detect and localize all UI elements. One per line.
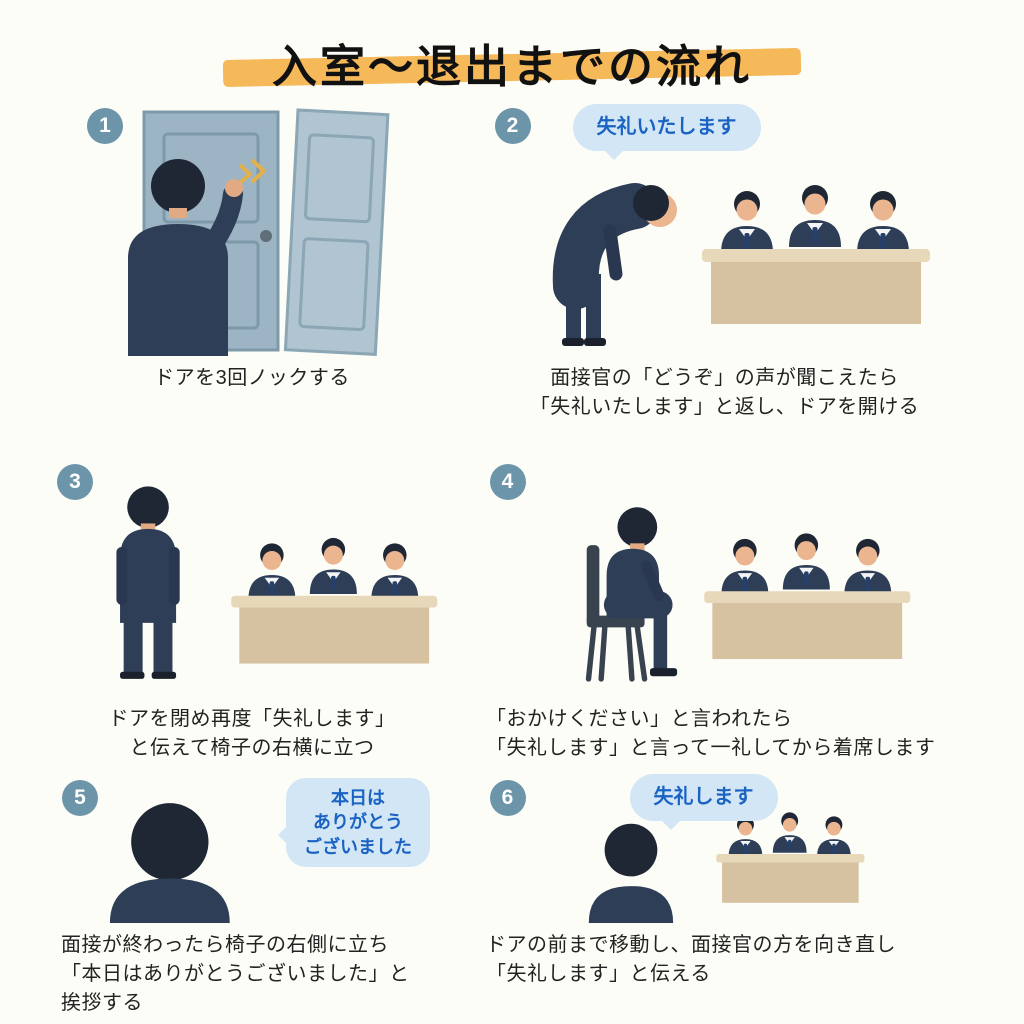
step-caption: ドアを3回ノックする <box>154 367 350 389</box>
sit-down-illustration: 4 <box>489 462 960 697</box>
step-5-panel: 5 本日は ありがとう ございました 面接が終わったら椅子の右側に立ち 「本日は… <box>47 778 457 1022</box>
header: 入室〜退出までの流れ <box>0 0 1024 102</box>
step-number-badge: 6 <box>489 780 526 816</box>
thank-you-graphic <box>109 803 230 923</box>
step-6-panel: 6 失礼します ドアの前まで移動し、面接官の方を向き直し 「失礼します」と伝える <box>472 774 977 1022</box>
speech-bubble: 失礼します <box>629 774 778 830</box>
thank-you-illustration: 5 本日は ありがとう ございました <box>62 778 442 923</box>
bow-greeting-illustration: 2 失礼いたします <box>494 104 955 356</box>
bow-greeting-graphic <box>552 183 955 346</box>
step-number-badge: 1 <box>87 108 123 144</box>
step-caption: 「おかけください」と言われたら 「失礼します」と言って一礼してから着席します <box>486 708 936 759</box>
step-2-panel: 2 失礼いたします 面接官の「どうぞ」の声が聞こえたら 「失礼いたします」と返し… <box>472 104 977 454</box>
sit-down-graphic <box>585 507 960 682</box>
step-number-badge: 5 <box>62 780 98 816</box>
speech-bubble: 失礼いたします <box>572 104 761 160</box>
speech-bubble: 本日は ありがとう ございました <box>278 778 430 867</box>
steps-grid: 1 ドアを3回ノックする 2 <box>47 104 977 1022</box>
final-bow-illustration: 6 失礼します <box>489 774 960 923</box>
step-caption: 面接が終わったら椅子の右側に立ち 「本日はありがとうございました」と 挨拶する <box>61 934 410 1014</box>
knock-door-illustration: 1 <box>87 106 417 356</box>
step-caption: ドアの前まで移動し、面接官の方を向き直し 「失礼します」と伝える <box>486 934 896 985</box>
step-3-panel: 3 ドアを閉め再度「失礼します」 と伝えて椅子の右横に立つ <box>47 462 457 770</box>
knock-door-graphic <box>128 108 390 356</box>
stand-by-chair-graphic <box>116 486 447 679</box>
stand-by-chair-illustration: 3 <box>57 462 447 697</box>
step-4-panel: 4 「おかけください」と言われたら 「失礼します」と言って一礼してから着席します <box>472 462 977 770</box>
step-caption: ドアを閉め再度「失礼します」 と伝えて椅子の右横に立つ <box>108 708 396 759</box>
final-bow-graphic <box>588 778 960 923</box>
step-number-badge: 3 <box>57 464 93 500</box>
page-title: 入室〜退出までの流れ <box>271 41 752 92</box>
step-number-badge: 2 <box>494 108 531 144</box>
step-number-badge: 4 <box>489 464 526 500</box>
step-1-panel: 1 ドアを3回ノックする <box>47 106 457 454</box>
step-caption: 面接官の「どうぞ」の声が聞こえたら 「失礼いたします」と返し、ドアを開ける <box>529 367 920 418</box>
